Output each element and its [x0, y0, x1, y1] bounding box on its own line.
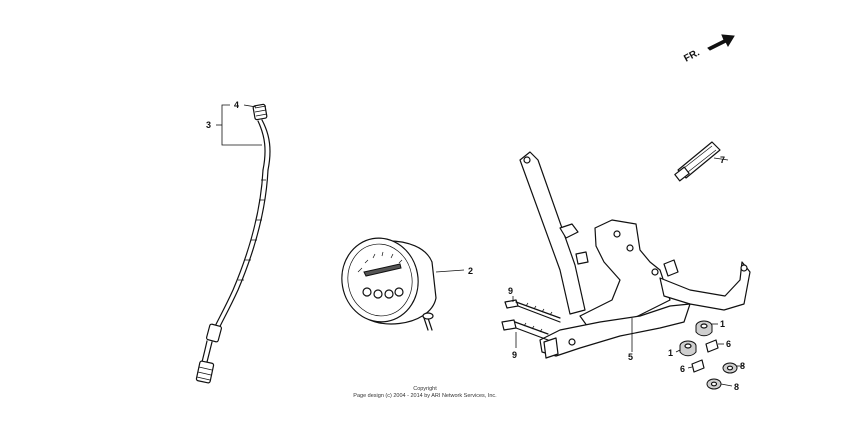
- callout-9-upper: 9: [508, 286, 513, 296]
- callout-3: 3: [206, 120, 211, 130]
- bolts: 9 9: [501, 286, 561, 360]
- meter-bracket: 5: [519, 151, 751, 362]
- callout-1-upper: 1: [720, 319, 725, 329]
- callout-9-lower: 9: [512, 350, 517, 360]
- callout-4: 4: [234, 100, 239, 110]
- front-direction-label: FR.: [682, 47, 702, 64]
- callout-2: 2: [468, 266, 473, 276]
- copyright-notice: Copyright Page design (c) 2004 - 2014 by…: [0, 386, 850, 400]
- callout-6-upper: 6: [726, 339, 731, 349]
- rubber-strap: 7: [674, 141, 729, 182]
- grommets-and-nuts: 1 6 1 6 8 8: [668, 319, 745, 392]
- front-direction-indicator: FR.: [682, 34, 735, 65]
- callout-group-3-4: 4 3: [206, 100, 262, 146]
- speedometer-cable: [195, 103, 271, 384]
- callout-1-lower: 1: [668, 348, 673, 358]
- copyright-title: Copyright: [413, 386, 437, 392]
- callout-5: 5: [628, 352, 633, 362]
- copyright-text: Page design (c) 2004 - 2014 by ARI Netwo…: [353, 393, 497, 399]
- callout-8-upper: 8: [740, 361, 745, 371]
- callout-8-lower: 8: [734, 382, 739, 392]
- front-arrow-icon: [707, 34, 735, 51]
- callout-6-lower: 6: [680, 364, 685, 374]
- callout-7: 7: [720, 155, 725, 165]
- speedometer-gauge: 2: [341, 237, 473, 331]
